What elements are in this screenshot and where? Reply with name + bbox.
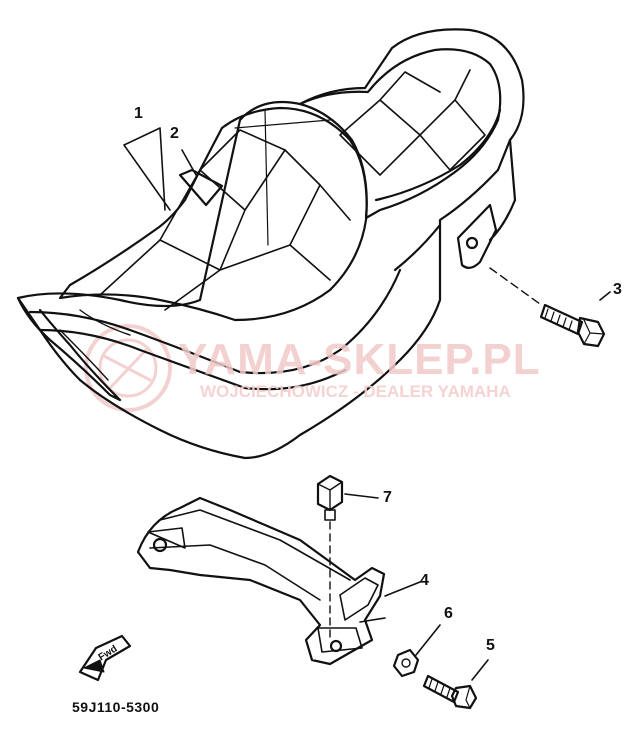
leader-1 [123, 127, 171, 211]
clip-7 [316, 474, 379, 641]
callout-4: 4 [420, 572, 429, 589]
leader-3 [599, 291, 611, 301]
nut-6 [392, 624, 441, 678]
bolt-5 [422, 659, 489, 710]
forward-arrow-icon [78, 634, 132, 682]
callout-7: 7 [383, 489, 392, 506]
bracket-4 [136, 496, 421, 666]
watermark-subtitle: WOJCIECHOWICZ - DEALER YAMAHA [200, 382, 511, 401]
callout-1: 1 [134, 105, 143, 122]
callout-3: 3 [613, 281, 622, 298]
watermark-title: YAMA-SKLEP.PL [178, 335, 541, 384]
leader-2 [181, 149, 197, 176]
leader-3-dash [489, 267, 541, 305]
bolt-3 [539, 303, 606, 348]
diagram-part-code: 59J110-5300 [72, 699, 160, 715]
callout-5: 5 [486, 637, 495, 654]
seat-assembly [16, 28, 525, 460]
watermark-logo [84, 324, 172, 412]
callout-2: 2 [170, 125, 179, 142]
callout-6: 6 [444, 605, 453, 622]
